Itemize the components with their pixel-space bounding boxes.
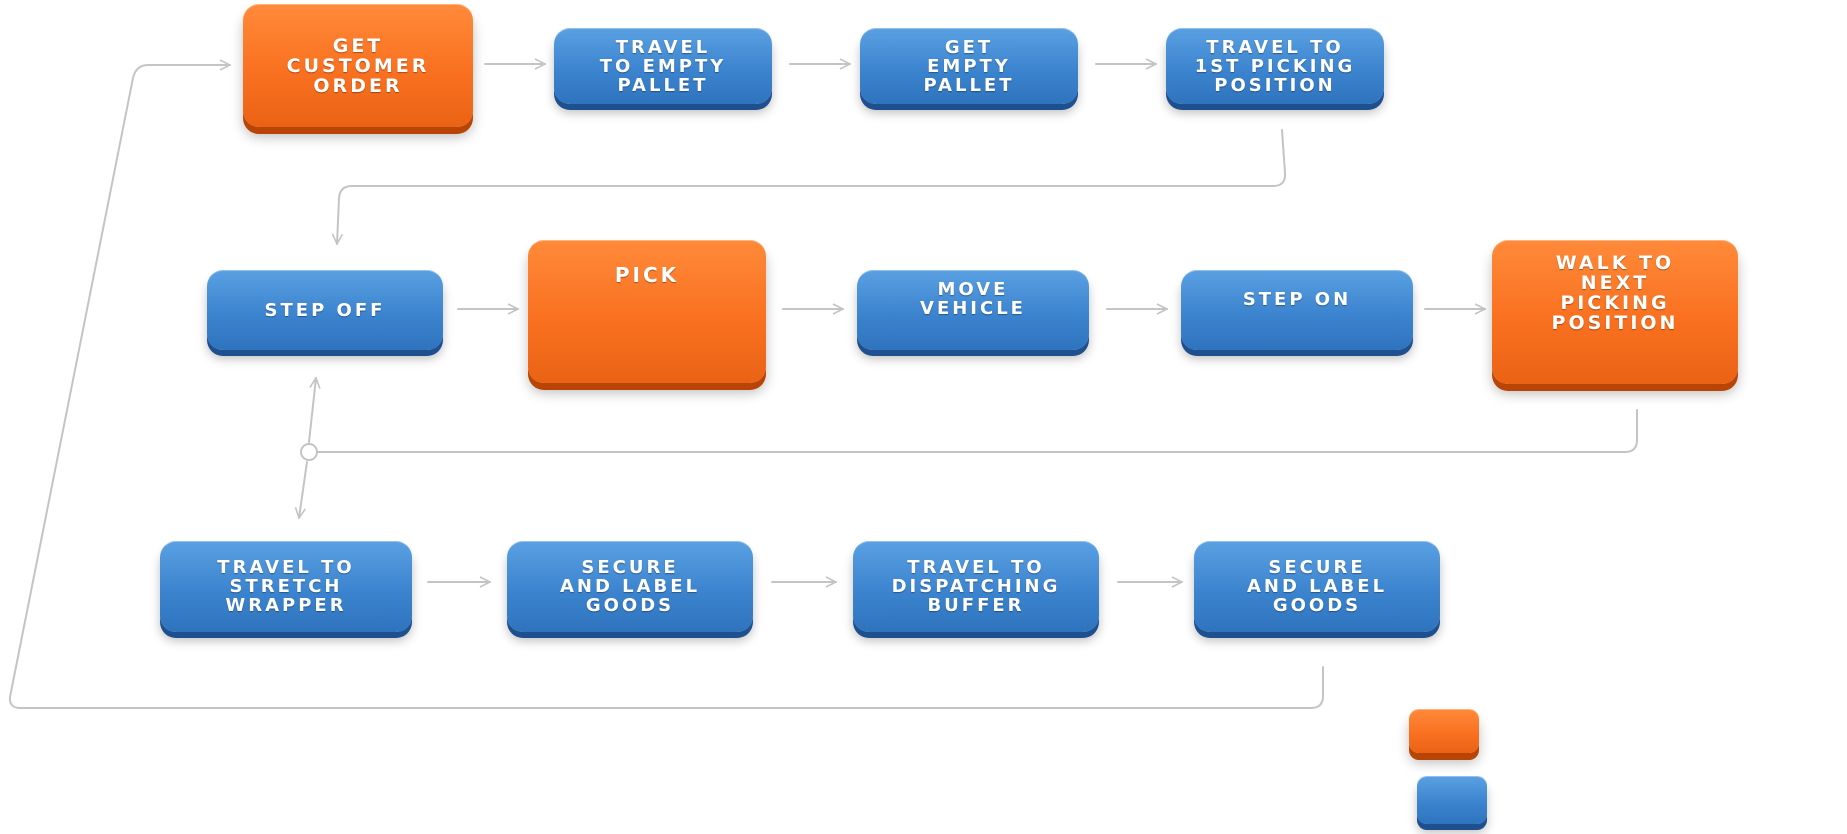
step-travel-to-1st-picking-position: TRAVEL TO 1ST PICKING POSITION [1166, 28, 1384, 104]
step-get-customer-order: GET CUSTOMER ORDER [243, 4, 473, 127]
decision-node [300, 443, 318, 461]
arrow-node-to-stretch-wrapper [299, 461, 308, 518]
step-travel-to-stretch-wrapper: TRAVEL TO STRETCH WRAPPER [160, 541, 412, 632]
step-step-on: STEP ON [1181, 270, 1413, 350]
step-walk-to-next-picking-position: WALK TO NEXT PICKING POSITION [1492, 240, 1738, 384]
step-secure-and-label-goods: SECURE AND LABEL GOODS [507, 541, 753, 632]
legend-swatch-orange [1409, 709, 1479, 753]
step-travel-to-dispatching-buffer: TRAVEL TO DISPATCHING BUFFER [853, 541, 1099, 632]
arrow-node-to-step-off [308, 378, 316, 443]
step-travel-to-empty-pallet: TRAVEL TO EMPTY PALLET [554, 28, 772, 104]
step-get-empty-pallet: GET EMPTY PALLET [860, 28, 1078, 104]
step-move-vehicle: MOVE VEHICLE [857, 270, 1089, 350]
legend-swatch-blue [1417, 776, 1487, 824]
connector-walk-return [317, 409, 1638, 453]
step-secure-and-label-goods-final: SECURE AND LABEL GOODS [1194, 541, 1440, 632]
step-step-off: STEP OFF [207, 270, 443, 350]
connector-row1-to-row2 [337, 129, 1287, 244]
step-pick: PICK [528, 240, 766, 383]
